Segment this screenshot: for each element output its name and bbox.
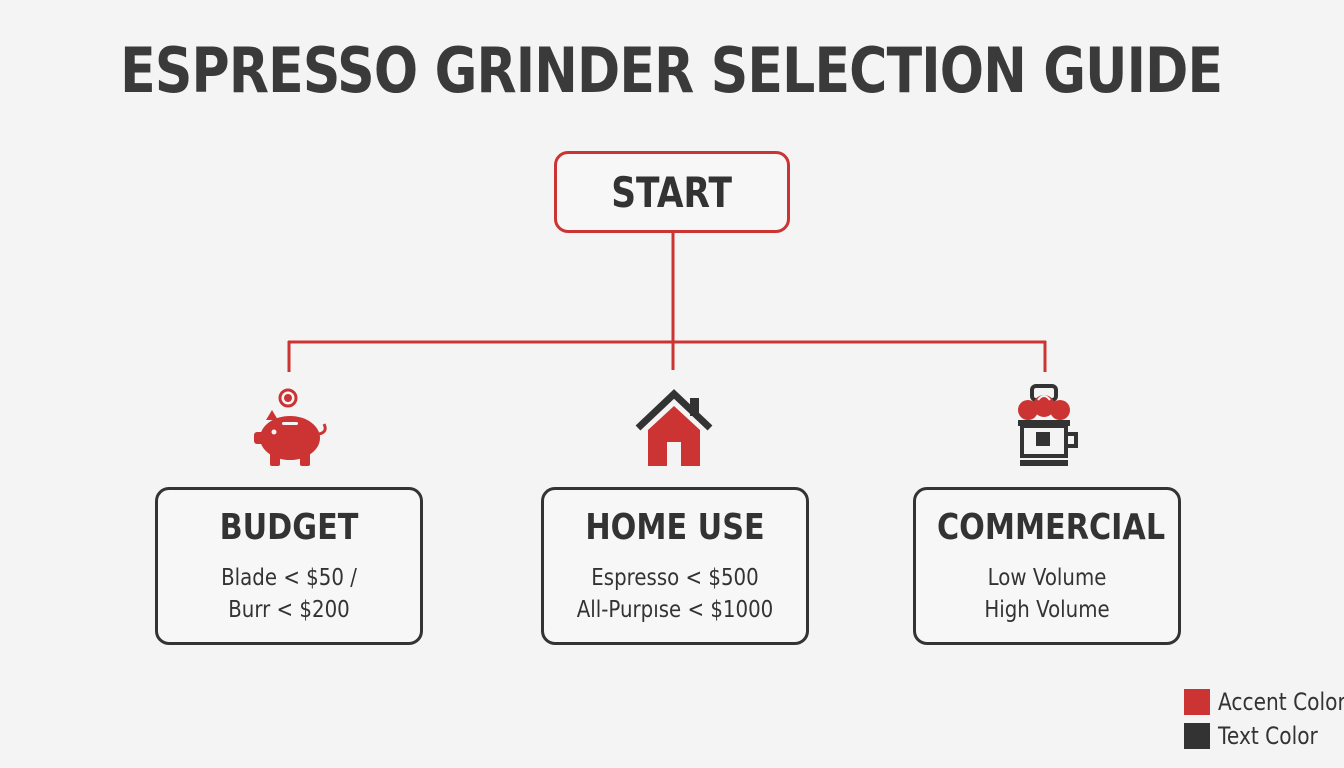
commercial-title: COMMERCIAL bbox=[936, 507, 1166, 548]
page-title: ESPRESSO GRINDER SELECTION GUIDE bbox=[120, 34, 1223, 107]
budget-detail-line-2: Burr < $200 bbox=[228, 597, 350, 623]
home-use-title: HOME USE bbox=[585, 507, 765, 548]
color-legend: Accent Color Text Color bbox=[1184, 686, 1344, 754]
piggy-bank-icon bbox=[254, 388, 327, 466]
start-node: START bbox=[554, 151, 790, 233]
budget-detail-line-1: Blade < $50 / bbox=[221, 565, 357, 591]
budget-node: BUDGET Blade < $50 / Burr < $200 bbox=[155, 487, 423, 645]
commercial-grinder-icon bbox=[1018, 384, 1078, 466]
commercial-detail-line-2: High Volume bbox=[984, 597, 1110, 623]
legend-label-accent: Accent Color bbox=[1218, 688, 1344, 716]
legend-item-text: Text Color bbox=[1184, 720, 1344, 752]
text-color-swatch bbox=[1184, 723, 1210, 749]
legend-label-text: Text Color bbox=[1218, 722, 1318, 750]
legend-item-accent: Accent Color bbox=[1184, 686, 1344, 718]
home-use-detail-line-1: Espresso < $500 bbox=[591, 565, 759, 591]
accent-color-swatch bbox=[1184, 689, 1210, 715]
home-use-node: HOME USE Espresso < $500 All-Purpıse < $… bbox=[541, 487, 809, 645]
commercial-detail-line-1: Low Volume bbox=[987, 565, 1107, 591]
start-label: START bbox=[611, 167, 733, 217]
house-icon bbox=[635, 389, 713, 466]
home-use-detail-line-2: All-Purpıse < $1000 bbox=[576, 597, 774, 623]
commercial-node: COMMERCIAL Low Volume High Volume bbox=[913, 487, 1181, 645]
budget-title: BUDGET bbox=[219, 507, 359, 548]
